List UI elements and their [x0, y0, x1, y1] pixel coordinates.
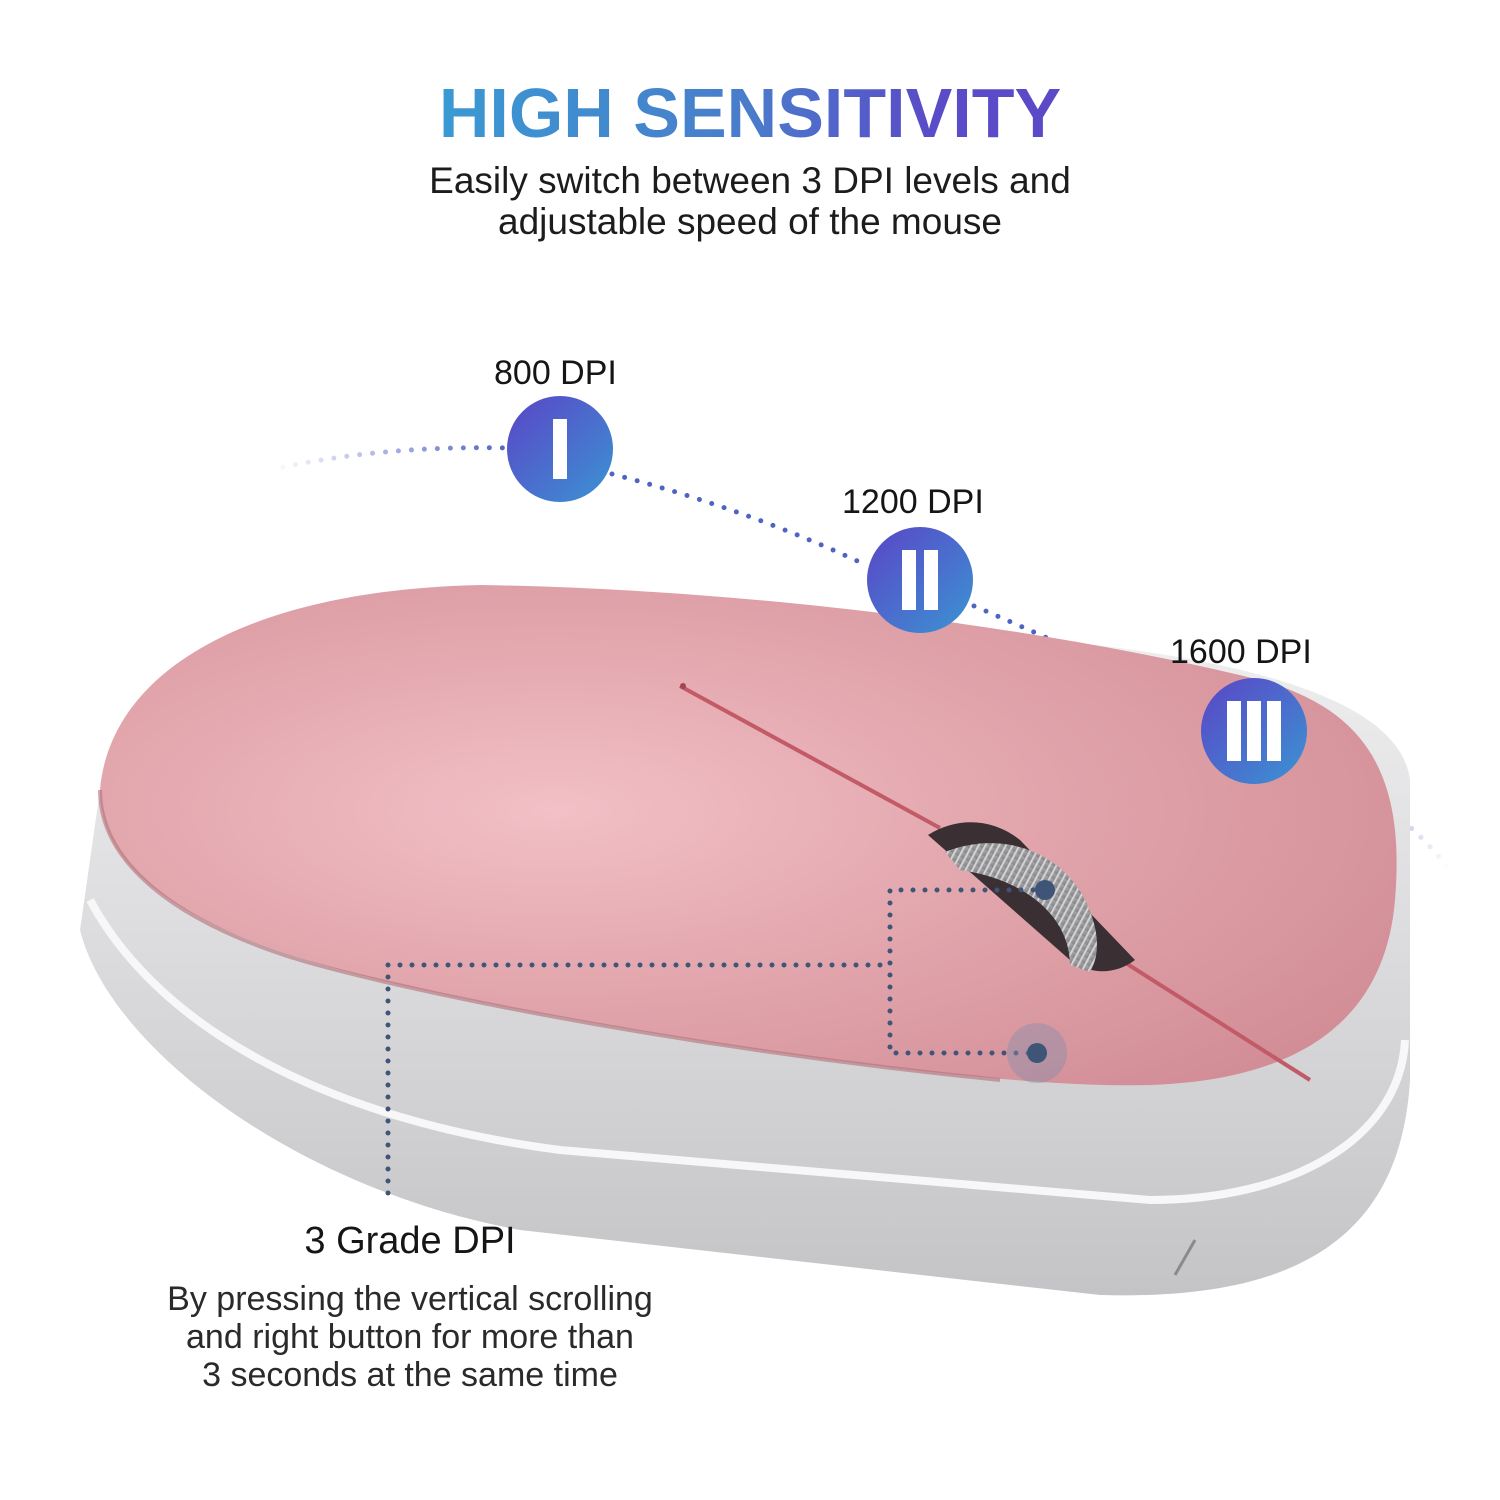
scroll-wheel-marker	[1035, 880, 1055, 900]
scroll-wheel	[928, 822, 1135, 972]
level-bar	[902, 550, 916, 610]
level-bar	[1227, 701, 1241, 761]
level-bar	[1247, 701, 1261, 761]
right-button-marker	[1027, 1043, 1047, 1063]
callout-body: By pressing the vertical scrolling and r…	[100, 1280, 720, 1394]
subtitle-line-2: adjustable speed of the mouse	[498, 201, 1002, 242]
callout-title: 3 Grade DPI	[304, 1220, 516, 1262]
dpi-level-1-icon	[507, 396, 613, 502]
dpi-label-800: 800 DPI	[494, 354, 617, 392]
level-bar	[1267, 701, 1281, 761]
level-bar	[924, 550, 938, 610]
dpi-level-3-icon	[1201, 678, 1307, 784]
mouse-body	[80, 585, 1410, 1296]
dpi-label-1200: 1200 DPI	[842, 483, 984, 521]
callout-connector	[385, 887, 1048, 1208]
subtitle-line-1: Easily switch between 3 DPI levels and	[429, 160, 1071, 201]
button-split-line	[679, 684, 1312, 1082]
callout-body-line-2: and right button for more than	[186, 1318, 634, 1356]
dpi-level-2-icon	[867, 527, 973, 633]
dpi-label-1600: 1600 DPI	[1170, 633, 1312, 671]
callout-body-line-3: 3 seconds at the same time	[202, 1356, 618, 1394]
level-bar	[553, 419, 567, 479]
headline-title: HIGH SENSITIVITY	[0, 78, 1500, 148]
callout-body-line-1: By pressing the vertical scrolling	[167, 1280, 653, 1318]
